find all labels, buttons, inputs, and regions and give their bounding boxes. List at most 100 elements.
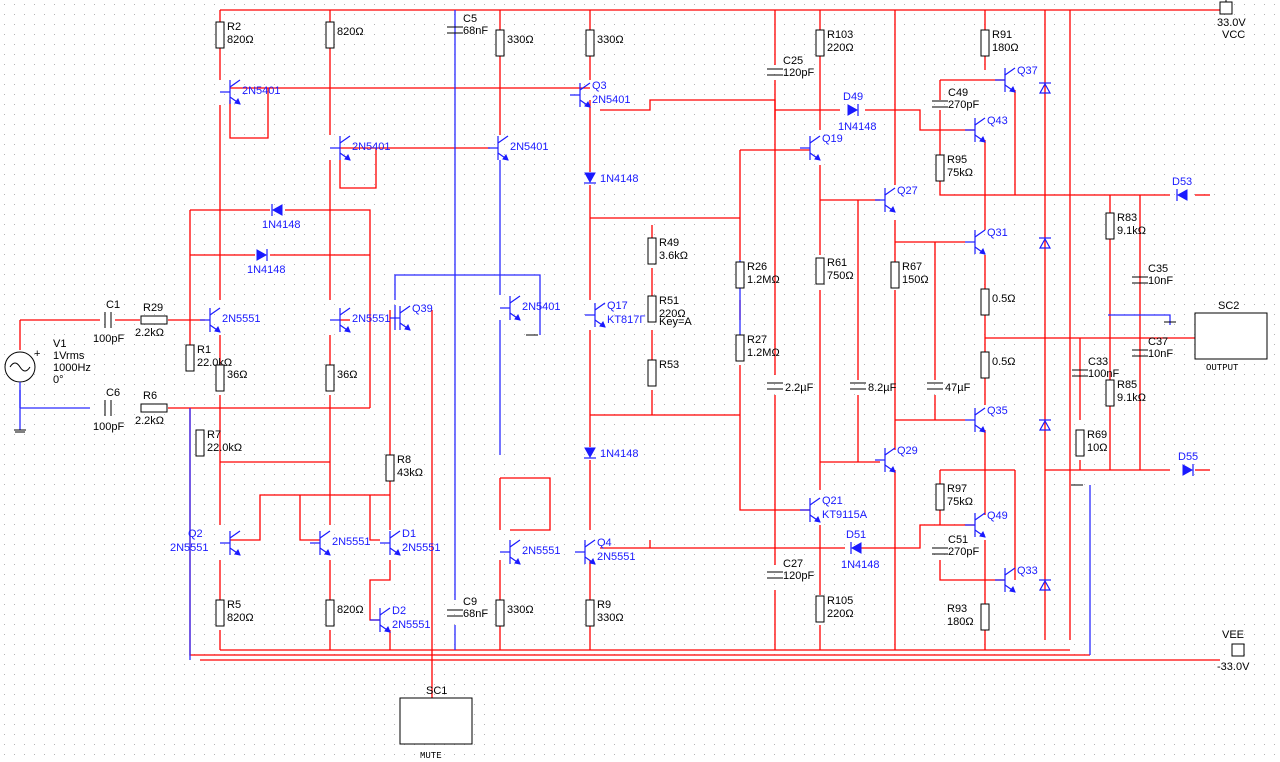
diode[interactable] [1038,82,1052,94]
resistor-name: R29 [143,302,163,314]
transistor-name: Q3 [592,80,607,92]
scope-sc1[interactable]: SC1 MUTE [399,310,473,761]
transistor-name: Q21 [822,495,843,507]
transistor[interactable]: Q29 [875,445,918,473]
transistor[interactable]: Q37 [995,65,1038,93]
transistor[interactable]: 2N5551 [200,307,261,333]
resistor[interactable]: 330Ω [495,599,534,627]
diode[interactable]: D53 [1172,176,1192,201]
ac-source-v1[interactable]: + V1 1Vrms 1000Hz 0° [4,320,91,433]
resistor[interactable]: R53 [647,359,679,387]
transistor[interactable]: 2N5551 [330,307,391,333]
transistor[interactable]: Q49 [965,510,1008,538]
capacitor-value: 270pF [948,99,979,111]
resistor[interactable]: 820Ω [325,21,364,49]
transistor[interactable]: 2N5401 [500,295,561,321]
transistor[interactable]: Q31 [965,227,1008,255]
resistor[interactable]: 820Ω [325,599,364,627]
diode[interactable]: D55 [1178,451,1198,476]
diode[interactable]: 1N4148 [584,172,639,185]
scope-sc2[interactable]: SC2 OUTPUT [1194,300,1268,373]
transistor[interactable]: Q19 [800,133,843,161]
transistor[interactable]: Q35 [965,405,1008,433]
transistor[interactable]: 2N5401 [220,79,281,105]
transistor[interactable]: 2N5551 [310,530,371,556]
transistor-name: Q43 [987,115,1008,127]
diode[interactable] [1038,419,1052,431]
capacitor[interactable]: 2.2µF [767,382,814,394]
capacitor-name: C6 [106,387,120,399]
transistor[interactable]: Q43 [965,115,1008,143]
transistor[interactable]: 2N5401 [488,135,549,161]
diode[interactable]: 1N4148 [247,249,286,276]
diode[interactable]: 1N4148 [262,204,301,231]
vee-value-label: -33.0V [1217,661,1250,673]
vee-terminal[interactable]: VEE -33.0V [1217,629,1250,673]
resistor[interactable]: 330Ω [585,29,624,57]
vcc-terminal[interactable]: 33.0V VCC [1217,0,1246,41]
resistor[interactable]: 330Ω [495,29,534,57]
transistor[interactable]: Q39 [390,303,433,331]
capacitor[interactable]: 8.2µF [850,382,897,394]
diode[interactable] [1038,237,1052,249]
transistor[interactable]: 2N5551 [500,539,561,565]
transistor[interactable]: Q27 [875,185,918,213]
resistor[interactable]: 36Ω [325,364,357,392]
capacitor[interactable]: 47µF [927,382,971,394]
resistor[interactable]: 0.5Ω [980,288,1016,316]
diode[interactable]: 1N4148 [584,447,639,460]
capacitor-value: 270pF [948,546,979,558]
diode[interactable] [1038,579,1052,591]
resistor-value: 220Ω [659,308,686,320]
transistor[interactable]: Q33 [995,565,1038,593]
capacitor-name: C27 [783,558,803,570]
resistor[interactable]: 0.5Ω [980,351,1016,379]
resistor[interactable]: R62.2kΩ [135,390,168,427]
transistor[interactable]: 2N5401 [330,135,391,161]
transistor-type: 2N5401 [522,301,561,313]
resistor[interactable]: 36Ω [215,364,247,392]
